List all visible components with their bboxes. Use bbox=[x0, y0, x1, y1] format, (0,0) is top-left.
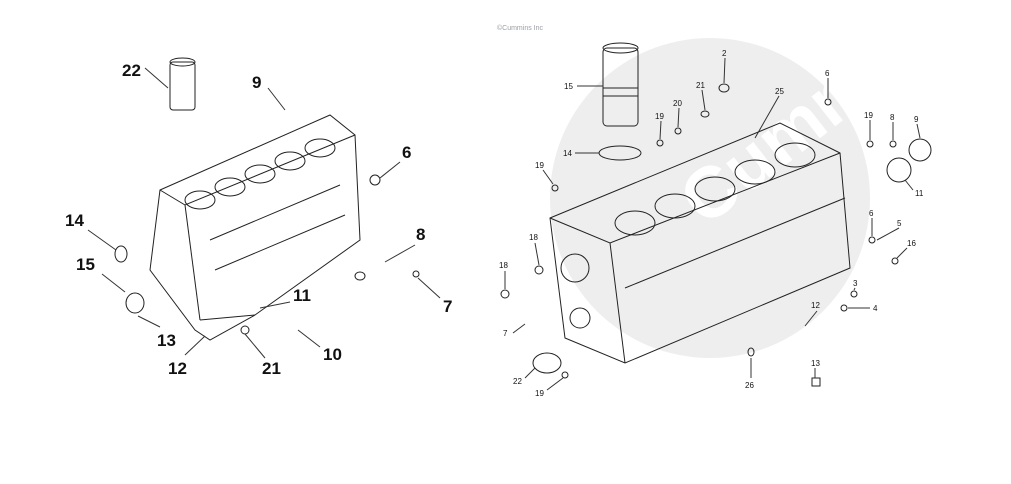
right-callout-21: 21 bbox=[696, 81, 705, 90]
right-callout-12: 12 bbox=[811, 301, 820, 310]
left-cylinder-liner bbox=[169, 57, 196, 111]
right-callout-8: 8 bbox=[890, 113, 895, 122]
left-diagram-svg: 22 9 6 14 8 15 11 7 13 10 12 21 bbox=[65, 57, 452, 378]
left-callout-10: 10 bbox=[323, 345, 342, 364]
left-callout-8: 8 bbox=[416, 225, 425, 244]
right-cylinder-liner bbox=[598, 42, 642, 161]
right-callout-9: 9 bbox=[914, 115, 919, 124]
right-callout-25: 25 bbox=[775, 87, 784, 96]
left-engine-block bbox=[149, 114, 361, 341]
right-engine-block-diagram: Cummins ©Cummins Inc bbox=[495, 0, 985, 403]
right-callout-15: 15 bbox=[564, 82, 573, 91]
right-callout-19-left: 19 bbox=[535, 161, 544, 170]
right-cylinder-bores bbox=[614, 142, 816, 236]
right-callout-19-right: 19 bbox=[864, 111, 873, 120]
right-callout-18-upper: 18 bbox=[529, 233, 538, 242]
right-callout-2: 2 bbox=[722, 49, 727, 58]
left-callout-14: 14 bbox=[65, 211, 84, 230]
right-callout-19-lower: 19 bbox=[535, 389, 544, 398]
right-callout-7: 7 bbox=[503, 329, 508, 338]
left-callout-12: 12 bbox=[168, 359, 187, 378]
left-callout-11: 11 bbox=[293, 286, 311, 305]
right-callout-5: 5 bbox=[897, 219, 902, 228]
right-leader-lines bbox=[504, 57, 921, 391]
watermark-logo: Cummins bbox=[550, 0, 973, 358]
right-diagram-svg: Cummins ©Cummins Inc bbox=[497, 0, 973, 398]
right-callout-26: 26 bbox=[745, 381, 754, 390]
left-callout-13: 13 bbox=[157, 331, 176, 350]
right-callout-6-upper: 6 bbox=[825, 69, 830, 78]
right-engine-block bbox=[549, 122, 851, 364]
right-callout-6-lower: 6 bbox=[869, 209, 874, 218]
right-callout-16: 16 bbox=[907, 239, 916, 248]
left-callout-9: 9 bbox=[252, 73, 261, 92]
right-callout-3: 3 bbox=[853, 279, 858, 288]
right-small-parts bbox=[500, 83, 932, 387]
right-callout-18-lower: 18 bbox=[499, 261, 508, 270]
right-callout-11: 11 bbox=[915, 189, 924, 198]
left-engine-block-diagram: 22 9 6 14 8 15 11 7 13 10 12 21 bbox=[40, 40, 470, 390]
left-leader-lines bbox=[87, 67, 441, 359]
right-callout-22: 22 bbox=[513, 377, 522, 386]
right-callout-13: 13 bbox=[811, 359, 820, 368]
left-callout-21: 21 bbox=[262, 359, 281, 378]
right-callout-20: 20 bbox=[673, 99, 682, 108]
right-callout-4: 4 bbox=[873, 304, 878, 313]
left-callout-22: 22 bbox=[122, 61, 141, 80]
right-callout-19-upper: 19 bbox=[655, 112, 664, 121]
left-callout-7: 7 bbox=[443, 297, 452, 316]
left-callout-6: 6 bbox=[402, 143, 411, 162]
left-cylinder-bores bbox=[184, 138, 336, 210]
left-small-parts bbox=[114, 174, 420, 335]
left-callout-15: 15 bbox=[76, 255, 95, 274]
copyright-credit: ©Cummins Inc bbox=[497, 24, 543, 32]
right-callout-14: 14 bbox=[563, 149, 572, 158]
